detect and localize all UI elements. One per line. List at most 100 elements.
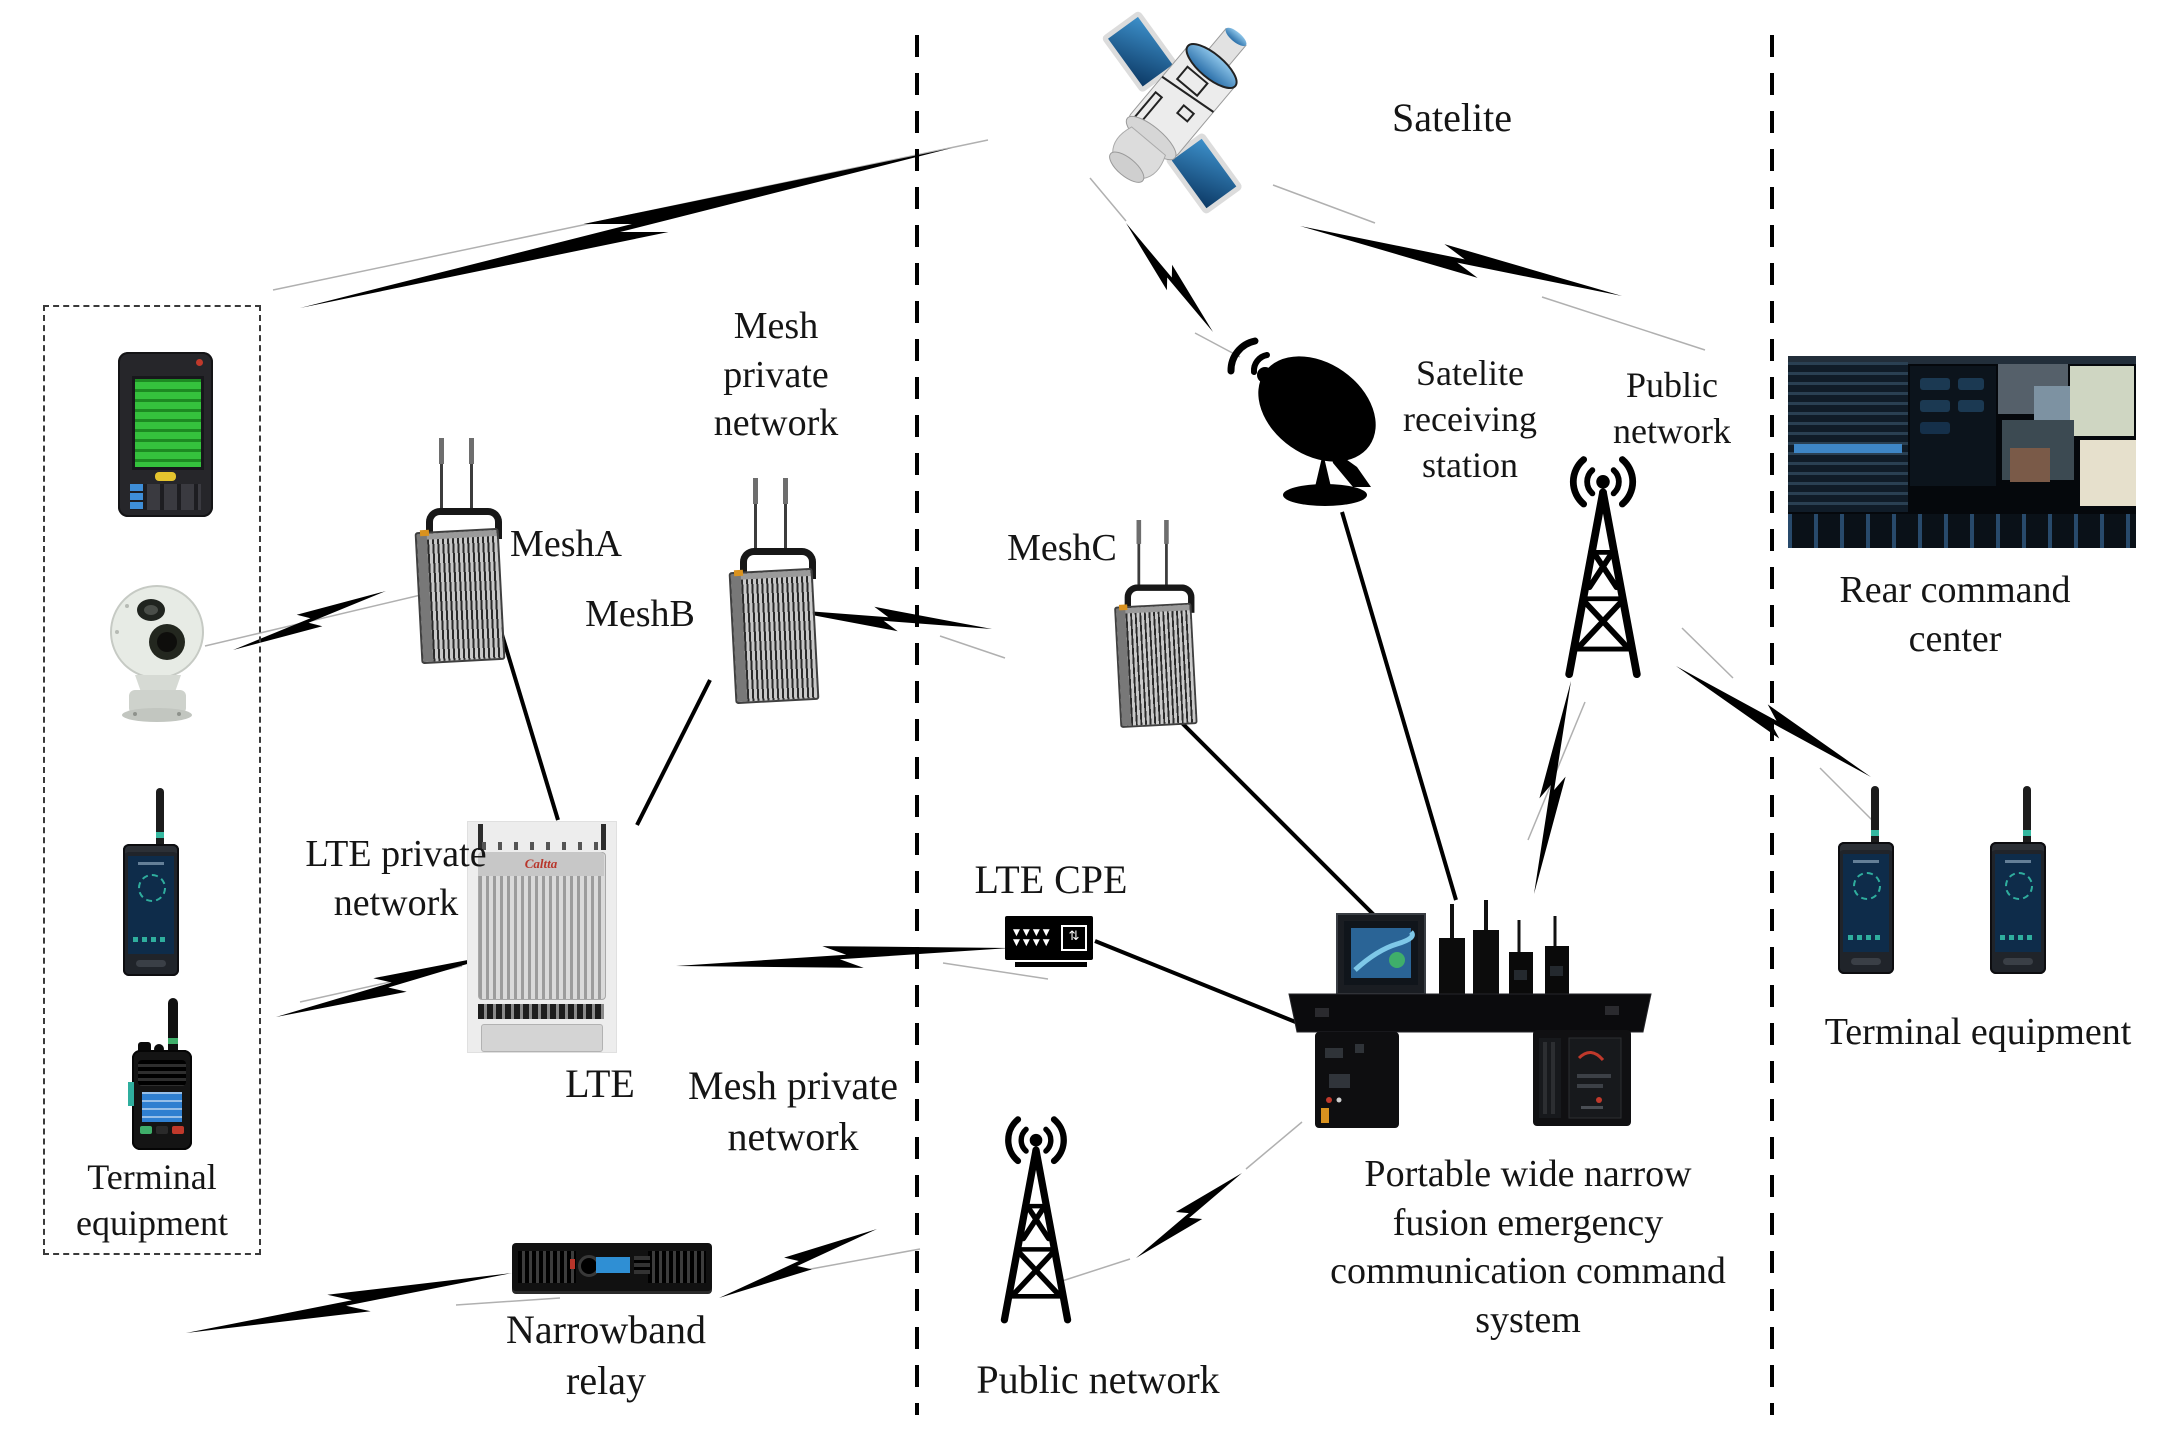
thin-link-line bbox=[1681, 627, 1734, 679]
vent-fins bbox=[648, 1251, 706, 1283]
satellite-dish-icon bbox=[1227, 337, 1376, 506]
link-line bbox=[1340, 511, 1458, 901]
ptz-camera-icon bbox=[110, 585, 204, 722]
link-line bbox=[498, 627, 560, 821]
thin-link-line bbox=[1541, 296, 1706, 351]
finned-body bbox=[728, 567, 820, 705]
antenna-icon bbox=[478, 824, 483, 850]
antenna-icon bbox=[156, 788, 164, 848]
antenna-icon bbox=[1871, 786, 1879, 846]
lightning-link-icon bbox=[1136, 1173, 1242, 1258]
public-network-bottom-label: Public network bbox=[976, 1357, 1220, 1402]
knob bbox=[154, 1044, 164, 1054]
center-divider-dashed-line bbox=[915, 35, 919, 1415]
cell-tower-icon bbox=[1000, 1116, 1072, 1324]
lightning-link-icon bbox=[1300, 226, 1622, 296]
pda-terminal-icon bbox=[118, 352, 213, 517]
link-line bbox=[635, 679, 712, 826]
portable-system-label: Portable wide narrow fusion emergency co… bbox=[1330, 1153, 1726, 1341]
lte-cpe-label: LTE CPE bbox=[974, 857, 1128, 902]
radio-screen bbox=[1995, 854, 2041, 952]
keypad bbox=[634, 1256, 650, 1274]
power-led bbox=[196, 359, 203, 366]
lte-cpe-icon: ▼▼▼▼▼▼▼▼ ⇅ bbox=[1005, 916, 1093, 967]
ptt-key bbox=[128, 1082, 134, 1106]
thin-link-line bbox=[455, 1297, 561, 1306]
antenna-icon bbox=[601, 824, 606, 850]
antenna-icon bbox=[753, 478, 758, 552]
cell-tower-icon bbox=[1565, 456, 1641, 679]
finned-body bbox=[1114, 602, 1198, 729]
lightning-link-icon bbox=[1126, 223, 1213, 332]
antenna-band bbox=[156, 832, 164, 838]
chip bbox=[733, 569, 744, 577]
relay-screen bbox=[596, 1257, 630, 1273]
handle bbox=[426, 508, 502, 539]
handheld-radio-icon bbox=[1987, 786, 2049, 978]
lightning-link-icon bbox=[300, 148, 952, 308]
walkie-talkie-icon bbox=[124, 998, 199, 1153]
blue-keys bbox=[130, 484, 143, 510]
antenna-icon bbox=[2023, 786, 2031, 846]
chip bbox=[1118, 604, 1128, 611]
antenna-icon bbox=[168, 998, 178, 1056]
terminal-equipment-group-box bbox=[43, 305, 261, 1255]
lightning-link-icon bbox=[676, 946, 1010, 968]
keypad bbox=[140, 1126, 184, 1134]
thin-link-line bbox=[1245, 1121, 1303, 1170]
thin-link-line bbox=[799, 1248, 921, 1272]
brand-band: Caltta bbox=[478, 852, 604, 876]
mesh-radio-icon-b bbox=[722, 478, 822, 718]
rear-command-photo bbox=[1788, 356, 2136, 548]
vent-grill bbox=[478, 1004, 604, 1019]
port-leds: ▼▼▼▼▼▼▼▼ bbox=[1013, 928, 1053, 948]
ptt-key bbox=[2003, 958, 2033, 965]
narrowband-relay-label: Narrowband relay bbox=[506, 1307, 706, 1404]
mesh-b-label: MeshB bbox=[585, 593, 695, 635]
pda-screen bbox=[132, 376, 204, 470]
finned-panel bbox=[478, 852, 606, 1000]
handheld-radio-icon bbox=[1835, 786, 1897, 978]
chip bbox=[419, 529, 430, 537]
thin-link-line bbox=[1089, 177, 1127, 222]
power-led bbox=[570, 1259, 575, 1269]
right-divider-dashed-line bbox=[1770, 35, 1774, 1415]
handle bbox=[740, 548, 816, 579]
mesh-radio-icon-a bbox=[408, 438, 508, 678]
mesh-private-network-mid-label: Mesh private network bbox=[688, 1063, 898, 1160]
antenna-icon bbox=[439, 438, 444, 512]
routing-icon: ⇅ bbox=[1061, 925, 1087, 951]
public-network-top-label: Public network bbox=[1613, 365, 1731, 452]
lightning-link-icon bbox=[780, 606, 992, 632]
antenna-band bbox=[1871, 830, 1879, 836]
thin-link-line bbox=[1061, 1258, 1131, 1282]
vent-fins bbox=[518, 1251, 576, 1283]
radio-screen bbox=[128, 856, 174, 954]
antenna-band bbox=[168, 1038, 178, 1044]
antenna-band bbox=[2023, 830, 2031, 836]
antenna-icon bbox=[1164, 520, 1169, 589]
radio-screen bbox=[1843, 854, 1889, 952]
base-shadow bbox=[1015, 962, 1087, 967]
lightning-link-icon bbox=[233, 591, 386, 650]
mesh-a-label: MeshA bbox=[510, 523, 622, 565]
function-key bbox=[155, 472, 176, 481]
speaker-grille bbox=[138, 1060, 186, 1086]
handheld-radio-icon bbox=[120, 788, 182, 980]
lightning-link-icon bbox=[276, 953, 504, 1017]
lte-private-network-label: LTE private network bbox=[305, 833, 487, 924]
lightning-link-icon bbox=[186, 1273, 512, 1333]
rear-command-center-label: Rear command center bbox=[1839, 569, 2071, 660]
terminal-equipment-left-label: Terminal equipment bbox=[76, 1157, 228, 1244]
link-line bbox=[1094, 939, 1299, 1025]
lightning-link-icon bbox=[1534, 681, 1571, 894]
terminal-equipment-right-label: Terminal equipment bbox=[1824, 1011, 2132, 1053]
ptt-key bbox=[136, 960, 166, 967]
link-line bbox=[1163, 704, 1382, 923]
thin-link-line bbox=[942, 962, 1049, 980]
mesh-c-label: MeshC bbox=[1007, 527, 1117, 569]
ptt-key bbox=[1851, 958, 1881, 965]
radio-screen bbox=[142, 1092, 182, 1122]
